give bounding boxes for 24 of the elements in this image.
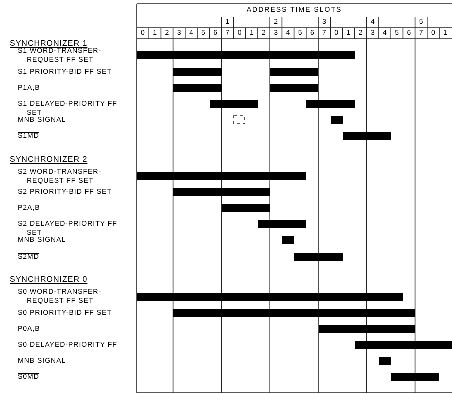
signal-bar — [270, 68, 318, 76]
signal-bar — [330, 116, 343, 124]
signal-bar — [210, 100, 258, 108]
signal-bar — [137, 51, 355, 59]
signal-bar — [318, 325, 416, 333]
section-heading: SYNCHRONIZER 1 — [10, 39, 88, 48]
signal-bar — [270, 84, 318, 92]
signal-bar — [137, 172, 306, 180]
signal-bar — [173, 68, 222, 76]
signal-bar — [258, 220, 306, 228]
section-heading: SYNCHRONIZER 2 — [10, 155, 88, 164]
signal-bar — [306, 100, 355, 108]
signal-bar — [342, 132, 392, 140]
signal-bar — [294, 253, 343, 261]
signal-bar — [173, 84, 222, 92]
signal-bar — [379, 357, 392, 365]
signal-bar — [137, 293, 404, 301]
signal-bar — [173, 309, 416, 317]
section-heading: SYNCHRONIZER 0 — [10, 275, 88, 284]
signal-bar — [222, 204, 270, 212]
signal-bar — [354, 341, 452, 349]
signal-bar — [173, 188, 270, 196]
signal-bar — [391, 373, 440, 381]
signal-bar — [282, 236, 294, 244]
